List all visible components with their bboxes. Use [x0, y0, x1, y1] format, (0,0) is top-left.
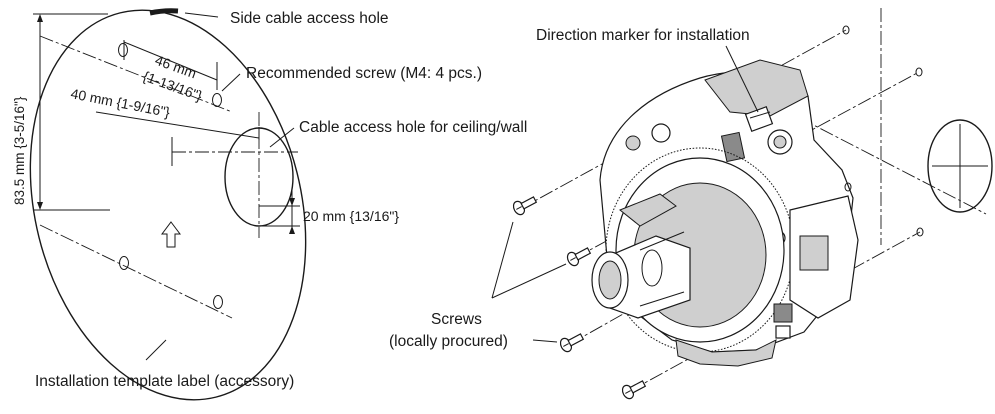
- connector-block: [720, 131, 746, 163]
- lens-ring: [641, 249, 663, 287]
- screws-label: Screws: [431, 311, 482, 328]
- template-outline: [29, 9, 307, 401]
- tilt-bracket: [619, 193, 677, 227]
- mount-hole: [625, 135, 641, 151]
- screw-icon: [621, 380, 647, 400]
- screw-icon: [512, 196, 538, 216]
- dimension-line-hole-offset: [95, 111, 260, 139]
- lens-detail: [639, 231, 685, 251]
- center-line: [799, 117, 987, 215]
- dimension-line-screw-spacing: [123, 41, 218, 81]
- center-line: [39, 224, 233, 319]
- arrowhead: [289, 226, 295, 234]
- screw-hole: [213, 295, 223, 309]
- screw-point: [916, 227, 924, 237]
- lens-glass: [598, 260, 622, 300]
- hole-diameter-label: 20 mm {13/16"}: [303, 208, 399, 224]
- terminal-block: [799, 235, 829, 271]
- camera-assembly: Direction marker for installation Screws…: [389, 8, 993, 400]
- dc-connector: [773, 303, 793, 323]
- screw-point: [844, 182, 852, 192]
- screw-hole: [118, 43, 128, 57]
- connector-tab: [775, 325, 791, 339]
- leader-line: [491, 263, 567, 299]
- screws-sublabel: (locally procured): [389, 333, 508, 350]
- height-dimension-label: 83.5 mm {3-5/16"}: [12, 96, 27, 205]
- screw-point: [842, 25, 850, 35]
- ceiling-cable-hole-label: Cable access hole for ceiling/wall: [299, 119, 527, 136]
- leader-line: [221, 73, 241, 92]
- screw-icon: [566, 247, 592, 267]
- arrowhead: [37, 202, 43, 210]
- leader-line: [184, 12, 219, 18]
- mounting-cable-hole: [927, 119, 993, 213]
- leader-line: [532, 339, 558, 343]
- hole-offset-label: 40 mm {1-9/16"}: [69, 85, 171, 120]
- leader-line: [491, 221, 514, 299]
- recommended-screw-label: Recommended screw (M4: 4 pcs.): [246, 65, 482, 82]
- arrowhead: [289, 198, 295, 206]
- screw-hole: [119, 256, 129, 270]
- side-cable-hole-mark: [149, 8, 179, 16]
- mount-hole: [651, 123, 671, 143]
- side-cable-hole-label: Side cable access hole: [230, 10, 389, 27]
- cable-port-inner: [773, 135, 787, 149]
- template-label: Installation template label (accessory): [35, 373, 294, 390]
- bottom-skirt: [675, 339, 777, 367]
- installation-template: 83.5 mm {3-5/16"} 46 mm {1-13/16"} 40 mm…: [12, 8, 527, 401]
- center-line: [39, 35, 233, 113]
- screw-icon: [559, 333, 585, 353]
- leader-line: [269, 127, 295, 148]
- top-bracket: [704, 59, 809, 117]
- direction-marker-line: [749, 111, 771, 119]
- leader-line: [145, 339, 167, 361]
- arrowhead: [37, 14, 43, 22]
- direction-marker-label: Direction marker for installation: [536, 27, 750, 44]
- screw-point: [915, 67, 923, 77]
- lens-detail: [639, 291, 685, 307]
- leader-line: [725, 45, 759, 113]
- direction-arrow-icon: [161, 221, 181, 248]
